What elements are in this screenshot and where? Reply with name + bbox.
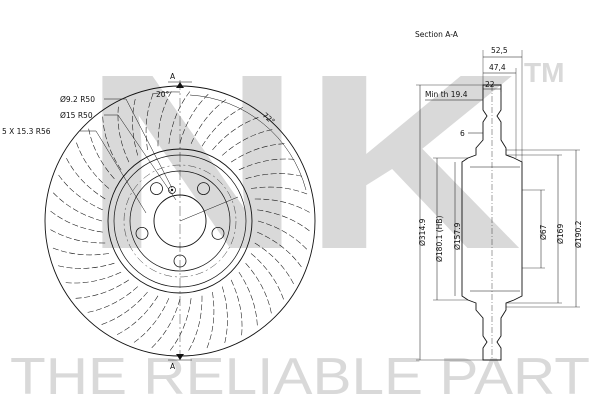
nk-logo-watermark: NK TM	[82, 22, 564, 301]
angle-20-arc	[151, 91, 181, 95]
cooling-vane	[230, 279, 243, 336]
cooling-vane	[254, 242, 294, 285]
leader-center-hole	[104, 114, 177, 201]
locating-hole-center	[170, 188, 174, 192]
dim-6: 6	[460, 129, 465, 138]
cooling-vane	[250, 253, 284, 300]
cooling-vane	[190, 99, 227, 144]
section-mark-bottom: A	[170, 362, 176, 371]
section-mark-top: A	[170, 72, 176, 81]
bolt-hole	[211, 226, 225, 240]
cooling-vane	[238, 158, 295, 171]
dim-d-190: Ø190.2	[574, 220, 583, 248]
cooling-vane	[206, 291, 215, 349]
leader-bolt-holes	[80, 130, 147, 214]
cooling-vane	[157, 91, 172, 147]
cooling-vane	[58, 174, 103, 211]
section-profile	[461, 84, 523, 361]
cooling-vane	[132, 98, 139, 156]
cooling-vane	[52, 247, 110, 256]
dim-min-th: Min th 19.4	[425, 90, 468, 99]
dim-d-outer: Ø314.9	[418, 218, 427, 246]
dim-d-67: Ø67	[539, 224, 548, 240]
cooling-vane	[76, 142, 110, 189]
cooling-vane	[50, 210, 103, 233]
disc-section-view: Section A-A 52,5 47,4 22 Min th 19.4 6 Ø…	[415, 30, 583, 361]
cooling-vane	[87, 286, 138, 313]
label-bolt-pattern: 5 X 15.3 R56	[2, 127, 51, 136]
cooling-vanes	[50, 91, 310, 351]
cooling-vane	[201, 107, 244, 147]
cooling-vane	[257, 209, 310, 232]
cooling-vane	[88, 128, 115, 179]
locating-hole-small	[168, 186, 176, 194]
cooling-vane	[245, 263, 272, 314]
angle-72-arc	[189, 94, 307, 191]
cooling-vane	[188, 295, 203, 351]
cooling-vane	[169, 298, 192, 351]
cooling-vane	[245, 173, 303, 180]
section-title: Section A-A	[415, 30, 459, 39]
cooling-vane	[168, 91, 191, 144]
watermark-tagline: THE RELIABLE PART	[10, 348, 590, 400]
dim-22: 22	[485, 80, 495, 89]
cooling-vane	[52, 192, 103, 222]
watermark-trademark: TM	[524, 57, 564, 88]
cooling-vane	[102, 116, 122, 171]
cooling-vane	[250, 186, 308, 195]
cooling-vane	[151, 298, 181, 349]
cooling-vane	[65, 271, 122, 284]
cooling-vane	[133, 298, 170, 343]
label-hole-center: Ø15 R50	[60, 111, 93, 120]
dim-d-169: Ø169	[556, 224, 565, 244]
bolt-hole	[197, 182, 210, 196]
cooling-vane	[57, 262, 115, 269]
leader-small-hole	[104, 98, 173, 189]
bolt-hole	[135, 226, 149, 240]
cooling-vane	[257, 220, 308, 250]
dim-52: 52,5	[491, 46, 508, 55]
cooling-vane	[179, 93, 209, 144]
section-arrowhead-top	[176, 82, 184, 88]
cooling-vane	[66, 157, 106, 200]
watermark-logo-text: NK	[82, 22, 522, 301]
cooling-vane	[75, 279, 130, 299]
bolt-hole	[150, 182, 163, 196]
cooling-vane	[221, 286, 228, 344]
section-arrowhead-bottom	[176, 354, 184, 360]
cooling-vane	[222, 129, 273, 156]
cooling-vane	[50, 229, 106, 244]
cooling-vane	[145, 93, 154, 151]
dim-d-157: Ø157.9	[453, 222, 462, 250]
cooling-vane	[212, 117, 259, 151]
label-hole-small: Ø9.2 R50	[60, 95, 95, 104]
cooling-vane	[117, 106, 130, 163]
cooling-vane	[230, 143, 285, 163]
dim-d-hb: Ø180.1 (HB)	[435, 216, 444, 262]
cooling-vane	[238, 271, 258, 326]
radius-line	[179, 196, 239, 222]
cooling-vane	[254, 198, 310, 213]
cooling-vane	[257, 231, 302, 268]
dim-47: 47,4	[489, 63, 506, 72]
cooling-vane	[101, 291, 148, 325]
cooling-vane	[116, 295, 159, 335]
angle-20-label: 20°	[156, 90, 170, 99]
